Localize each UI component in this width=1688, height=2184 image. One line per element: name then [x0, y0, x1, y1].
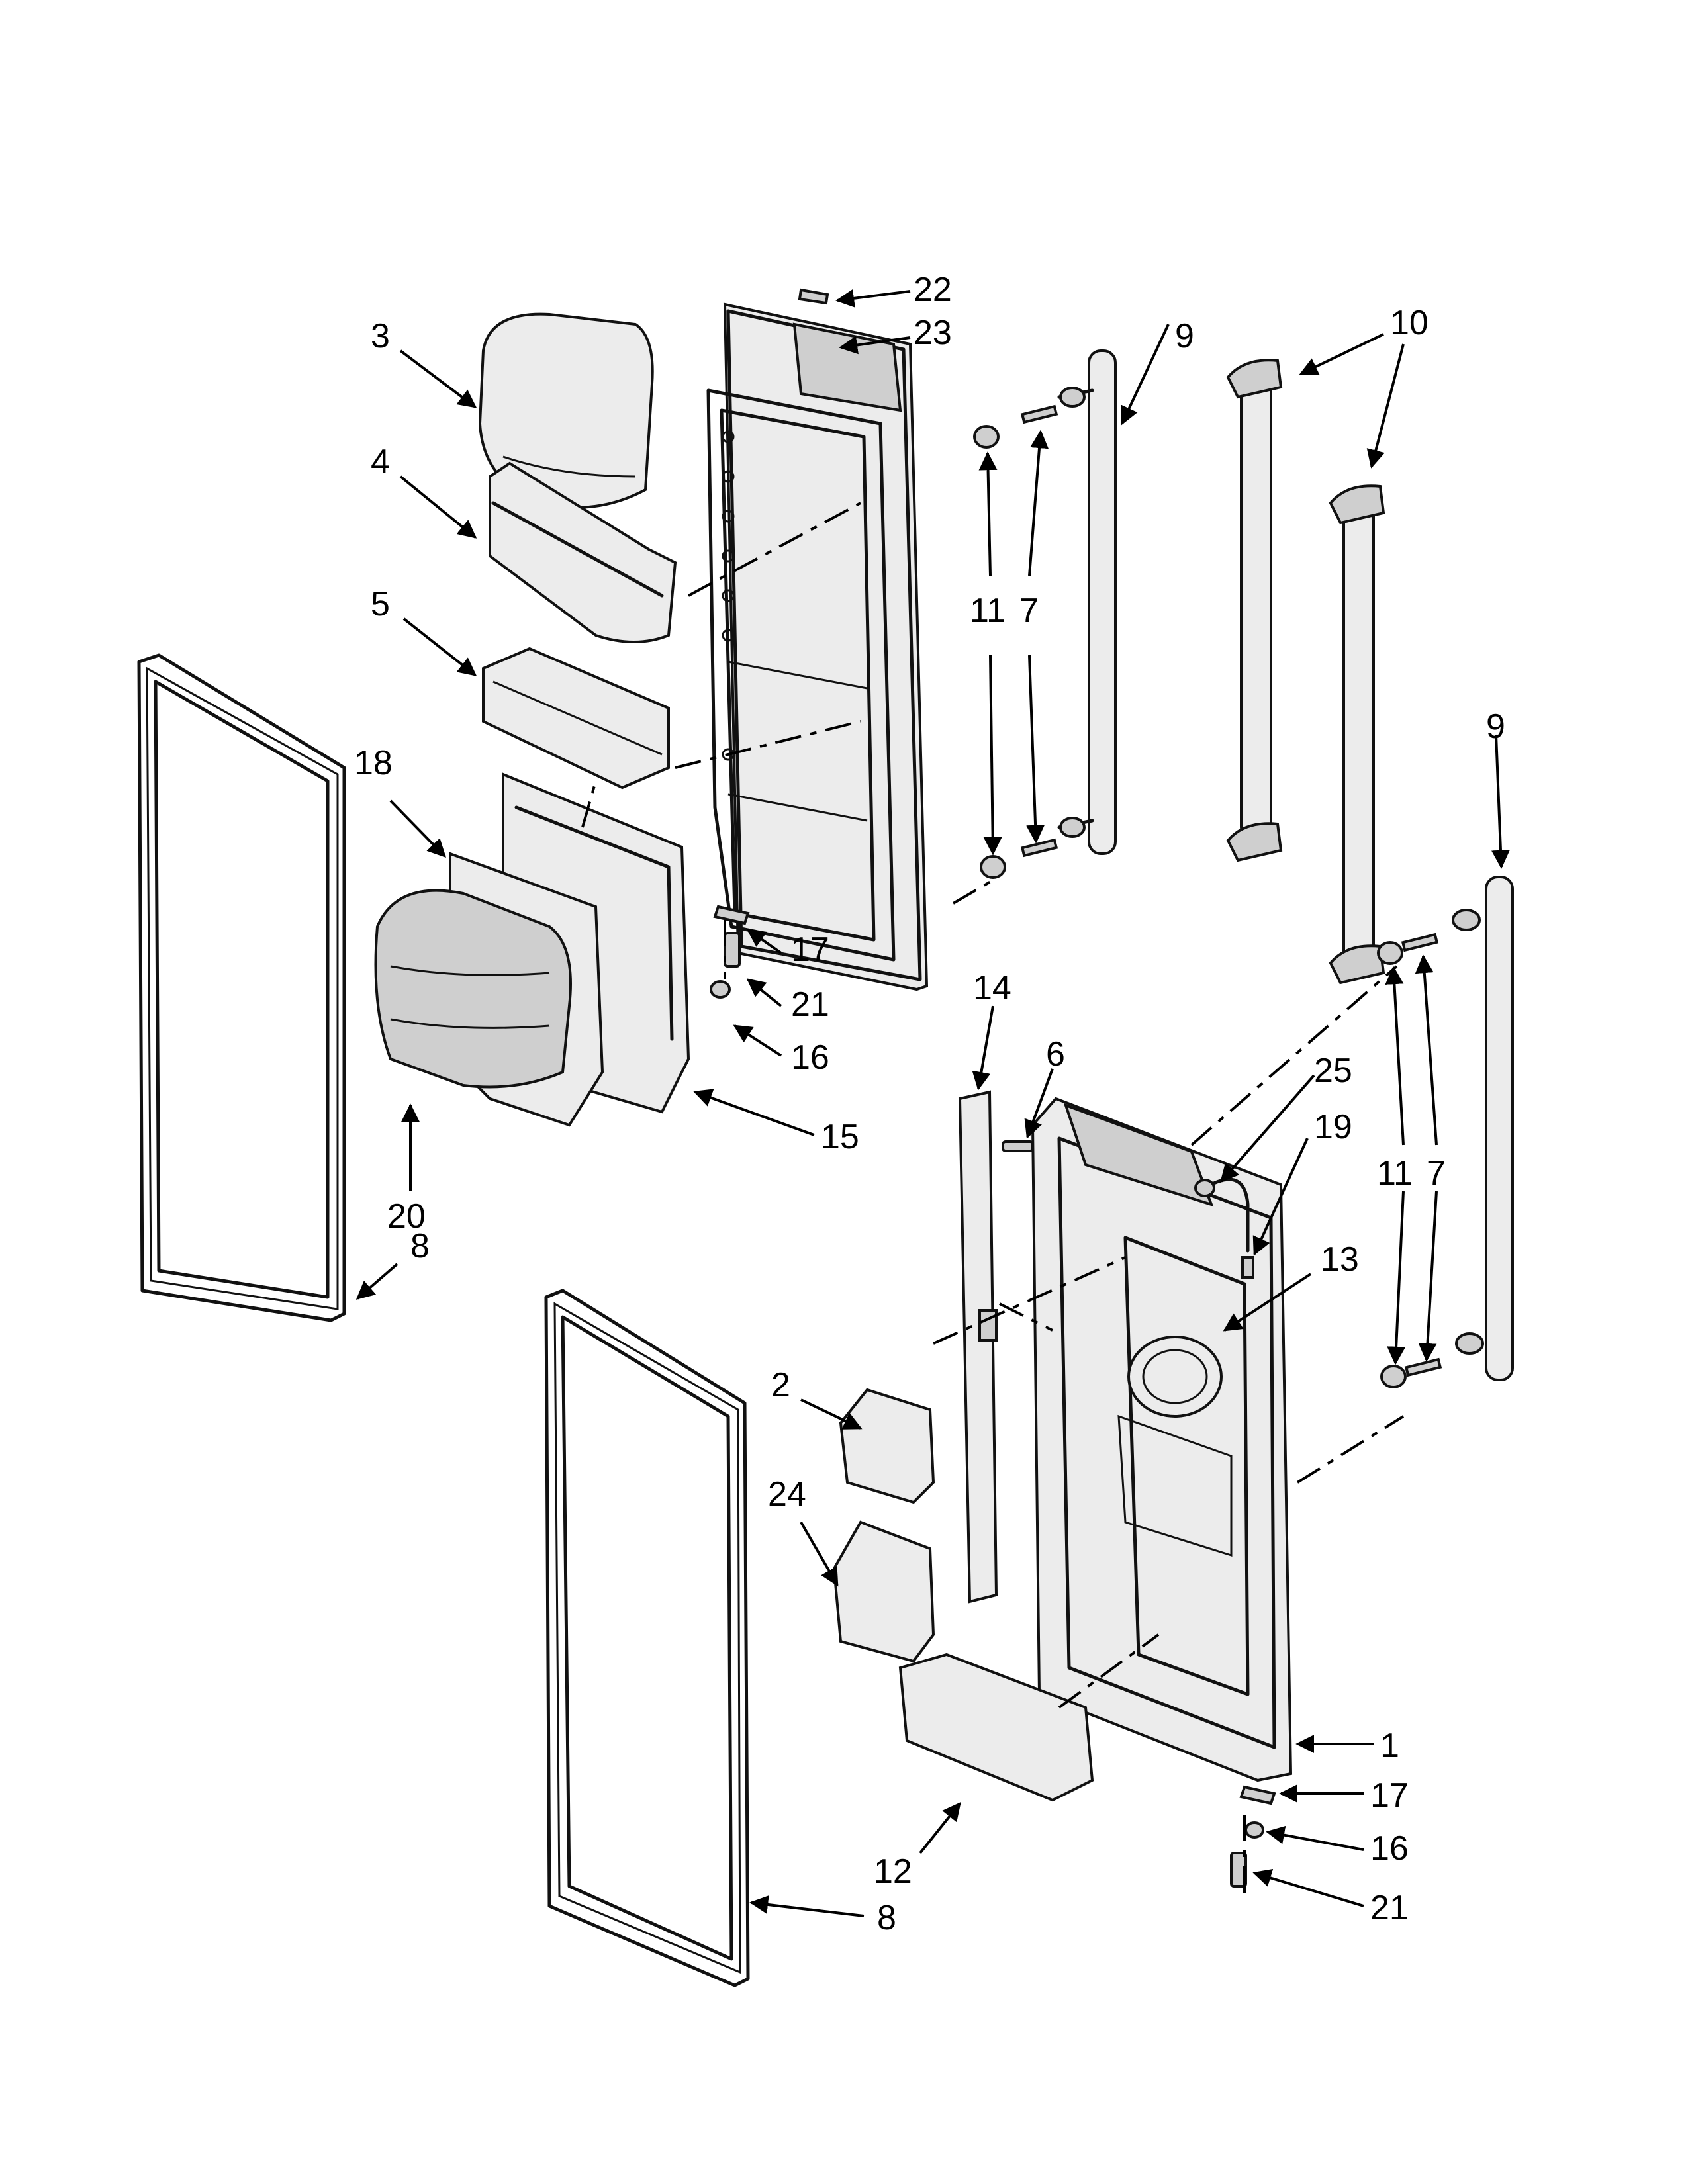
- callout-4: 4: [371, 443, 390, 481]
- assembly-lines: [581, 502, 1405, 1893]
- callout-21-upper: 21: [791, 985, 829, 1024]
- door-bin-2: [839, 1388, 935, 1504]
- callout-7-upper: 7: [1019, 592, 1039, 630]
- lower-hinge-hardware: [1230, 1785, 1276, 1888]
- callout-17-lower: 17: [1370, 1776, 1409, 1815]
- callout-12: 12: [874, 1852, 912, 1891]
- door-trim-strip: [958, 1090, 998, 1604]
- upper-handle-fasteners: [973, 404, 1058, 879]
- callout-1: 1: [1380, 1727, 1399, 1765]
- callout-22: 22: [914, 271, 952, 309]
- lower-door-shelf-bin: [898, 1653, 1094, 1802]
- callout-21-lower: 21: [1370, 1889, 1409, 1927]
- dispenser-module: [374, 772, 690, 1127]
- lower-handle-fasteners: [1377, 933, 1442, 1388]
- upper-door-handle: [1057, 349, 1117, 855]
- callout-7-lower: 7: [1427, 1154, 1446, 1193]
- callout-6: 6: [1046, 1035, 1065, 1073]
- leader-arrows: [355, 289, 1510, 1917]
- callout-3: 3: [371, 317, 390, 355]
- callout-25: 25: [1314, 1052, 1352, 1090]
- upper-door-liner: [706, 302, 929, 991]
- alternate-handle-b: [1329, 484, 1385, 985]
- door-bin-24: [832, 1520, 935, 1663]
- lower-door-gasket: [544, 1289, 750, 1987]
- callout-5: 5: [371, 585, 390, 623]
- callout-19: 19: [1314, 1108, 1352, 1146]
- upper-hinge-hardware: [710, 905, 750, 999]
- callout-14: 14: [973, 969, 1011, 1007]
- callout-2: 2: [771, 1366, 790, 1404]
- callout-18: 18: [354, 744, 393, 782]
- callout-15: 15: [821, 1118, 859, 1156]
- callout-24: 24: [768, 1475, 806, 1514]
- callout-9-upper: 9: [1175, 317, 1194, 355]
- callout-20: 20: [387, 1197, 426, 1236]
- lower-door-liner: [1031, 1097, 1293, 1782]
- callout-10: 10: [1390, 304, 1429, 342]
- callout-16-lower: 16: [1370, 1829, 1409, 1868]
- lower-door-handle: [1452, 876, 1514, 1381]
- door-shelf-bin: [489, 461, 677, 643]
- trim-screw: [1002, 1140, 1034, 1152]
- callout-9-lower: 9: [1486, 707, 1505, 746]
- callout-16-upper: 16: [791, 1038, 829, 1077]
- callout-8-upper: 8: [410, 1227, 430, 1265]
- upper-door-gasket: [137, 653, 346, 1322]
- label-tag: [798, 288, 829, 305]
- callout-8-lower: 8: [877, 1899, 896, 1937]
- callout-11-upper: 11: [970, 592, 1006, 630]
- callout-13: 13: [1321, 1240, 1359, 1279]
- small-door-bin: [482, 647, 670, 790]
- callout-17-upper: 17: [791, 931, 829, 969]
- alternate-handle-a: [1226, 359, 1283, 862]
- callout-11-lower: 11: [1377, 1154, 1413, 1193]
- callout-23: 23: [914, 314, 952, 352]
- callout-numbers: 22 23 3 4 5 9 10 9 11 7 18 17 21 14 6 25…: [354, 271, 1505, 1937]
